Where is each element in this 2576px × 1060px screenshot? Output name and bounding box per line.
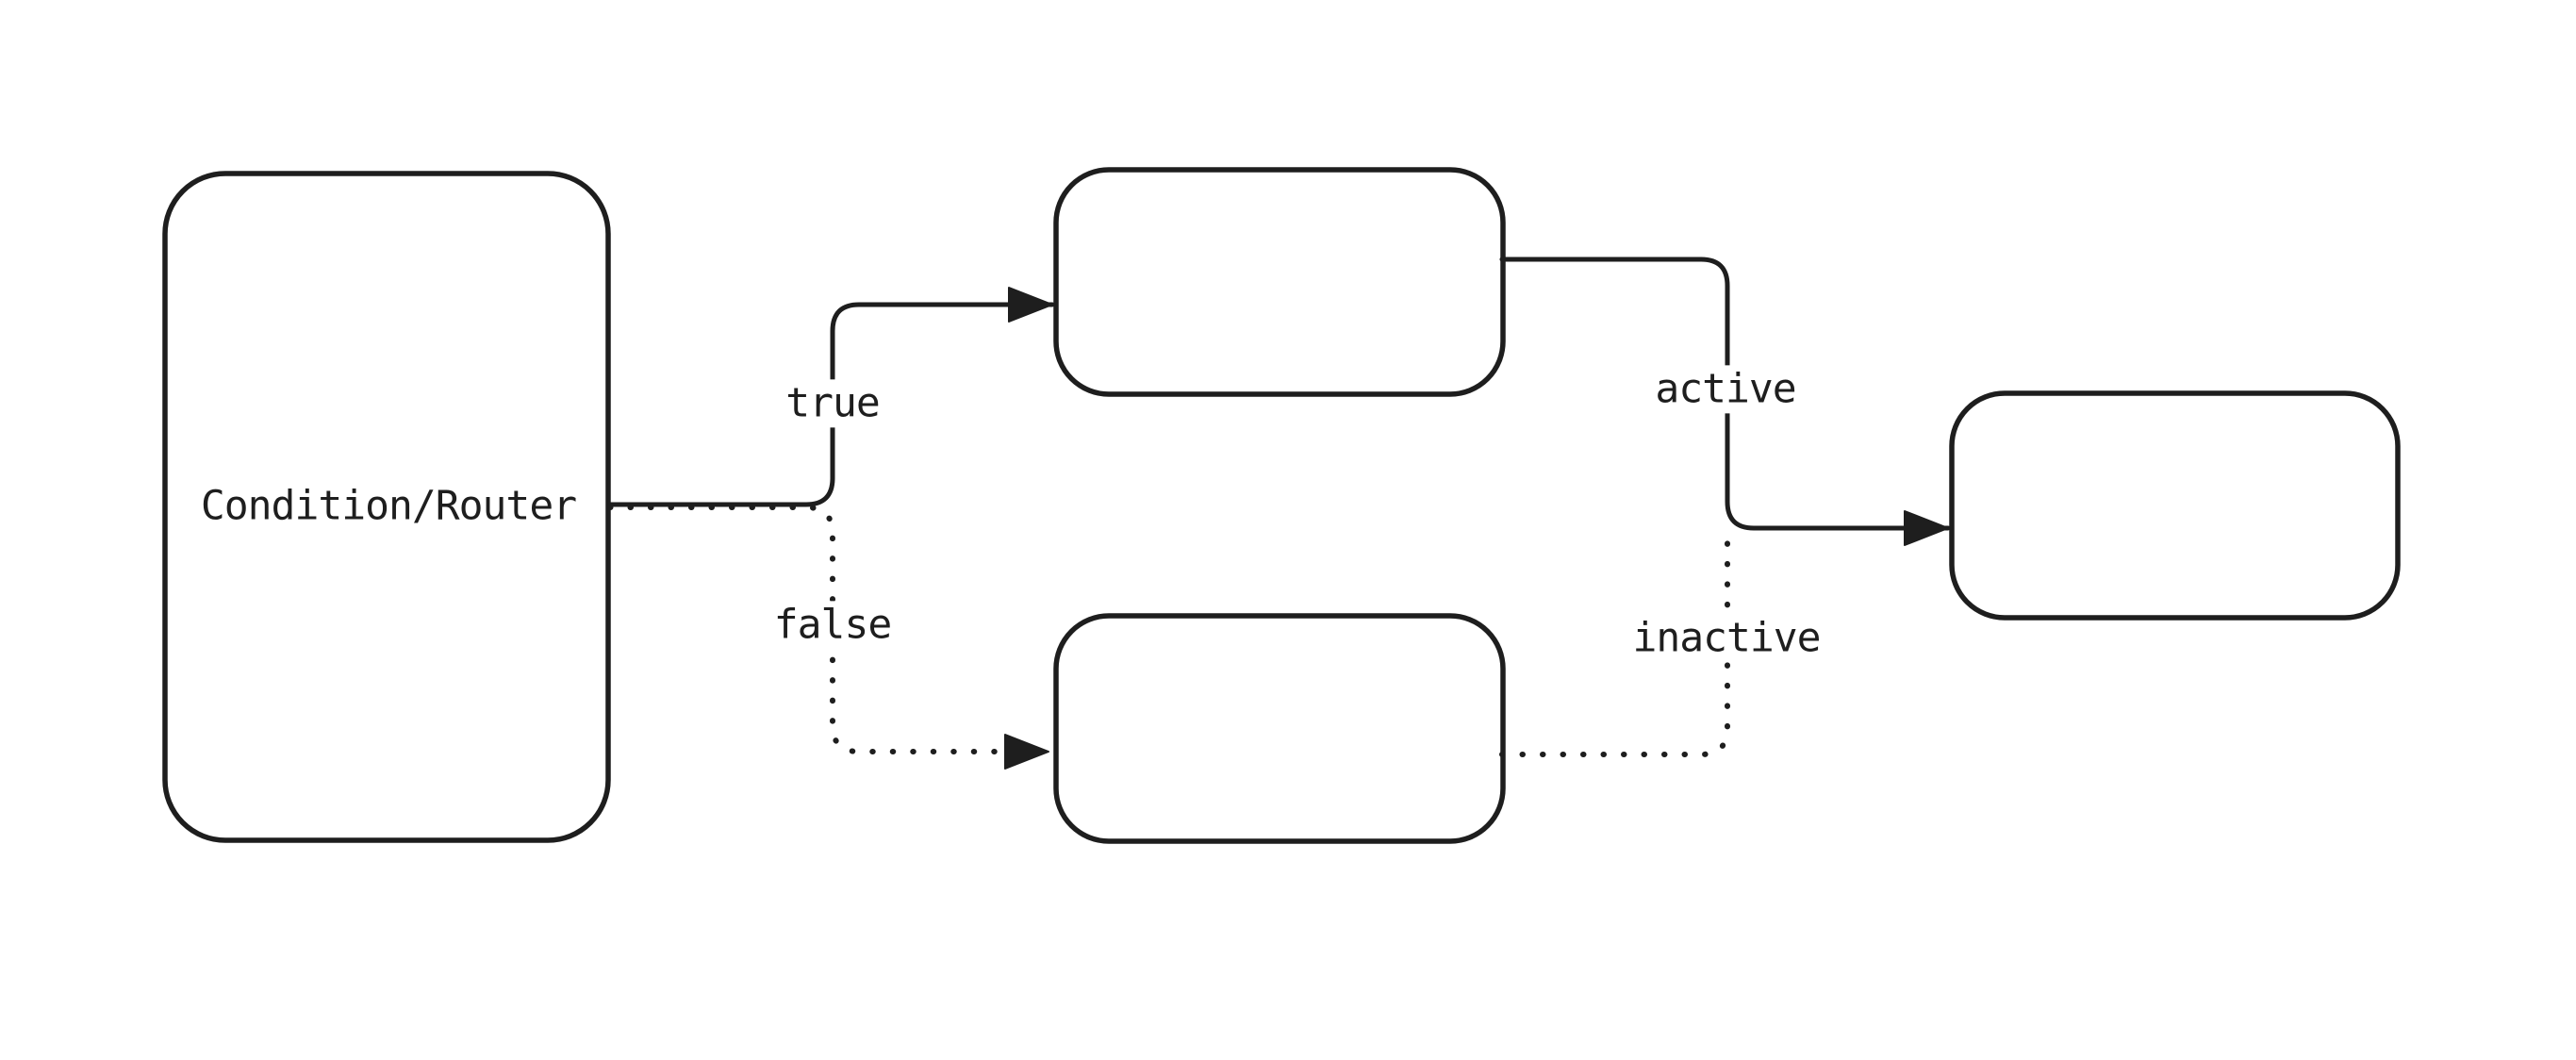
edge-false-arrowhead-icon [1004,734,1049,770]
edge-true [607,302,1055,507]
true-target-node [1053,167,1506,397]
condition-router-node [162,171,611,843]
edge-false [607,505,1051,754]
false-target-node [1053,613,1506,844]
edge-active-arrowhead-icon [1904,510,1949,546]
edge-true-arrowhead-icon [1008,287,1053,323]
result-node [1949,390,2401,621]
edge-active [1499,257,1951,531]
edge-inactive [1499,533,1730,757]
